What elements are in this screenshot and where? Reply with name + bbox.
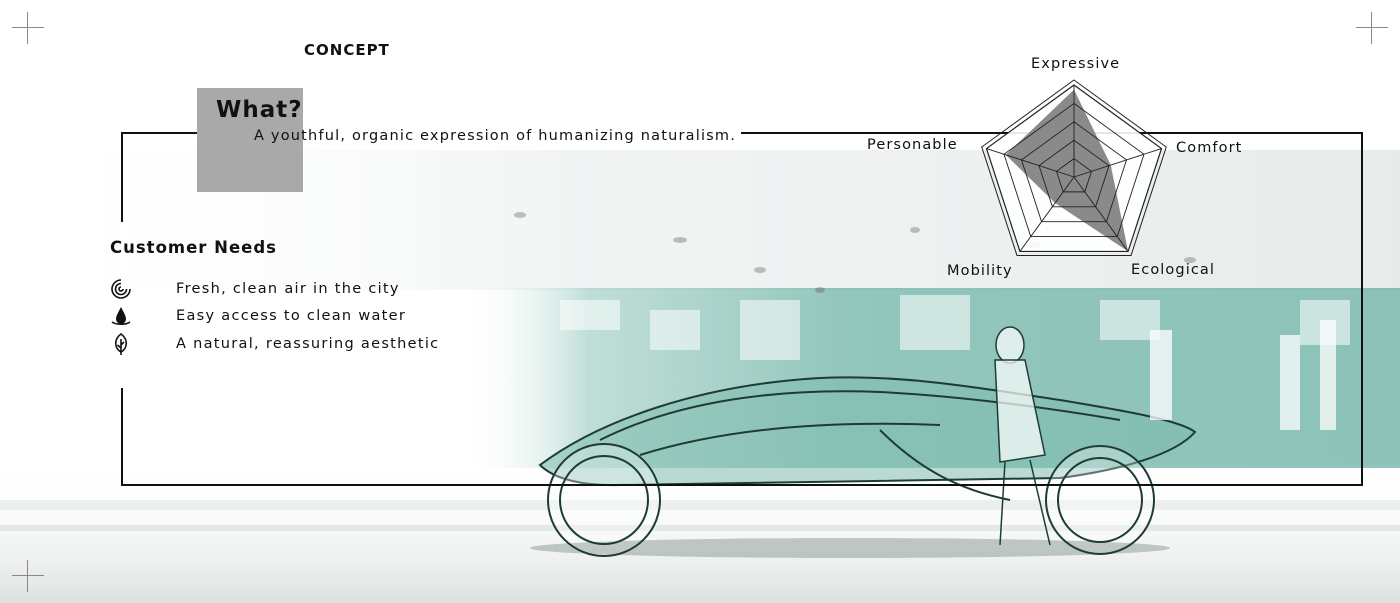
frame-top-mask xyxy=(303,128,741,138)
radar-grid-level xyxy=(1038,139,1110,208)
radar-grid-level xyxy=(1003,102,1145,237)
radar-label-mobility: Mobility xyxy=(947,263,1013,279)
radar-label-expressive: Expressive xyxy=(1031,56,1121,72)
leaf-icon xyxy=(110,333,132,355)
radar-spoke xyxy=(986,148,1075,178)
radar-grid-level xyxy=(1020,121,1128,223)
crop-mark-top-left xyxy=(12,12,44,44)
what-description: A youthful, organic expression of humani… xyxy=(254,128,737,144)
radar-label-personable: Personable xyxy=(867,137,958,153)
radar-spoke xyxy=(1019,176,1075,252)
need-item: Fresh, clean air in the city xyxy=(110,277,399,301)
what-heading: What? xyxy=(216,97,303,123)
accent-block xyxy=(197,88,303,192)
frame-gap xyxy=(117,222,127,388)
radar-spoke xyxy=(1073,148,1162,178)
radar-spoke xyxy=(1073,176,1129,252)
water-drop-icon xyxy=(110,305,132,327)
need-item: Easy access to clean water xyxy=(110,304,405,328)
radar-outer-border xyxy=(981,79,1167,256)
radar-chart: Expressive Comfort Ecological Mobility P… xyxy=(860,50,1260,290)
crop-mark-top-right xyxy=(1356,12,1388,44)
need-text: Easy access to clean water xyxy=(176,308,407,324)
need-text: A natural, reassuring aesthetic xyxy=(176,336,440,352)
radar-grid-level xyxy=(1055,158,1093,193)
customer-needs-heading: Customer Needs xyxy=(110,238,277,257)
need-text: Fresh, clean air in the city xyxy=(176,281,400,297)
radar-label-ecological: Ecological xyxy=(1131,262,1216,278)
crop-mark-bottom-left xyxy=(12,560,44,592)
air-swirl-icon xyxy=(110,278,132,300)
radar-label-comfort: Comfort xyxy=(1176,140,1243,156)
radar-data-polygon xyxy=(1005,89,1129,252)
section-label: CONCEPT xyxy=(304,41,390,59)
radar-grid-level xyxy=(985,84,1163,253)
radar-svg xyxy=(981,79,1167,256)
need-item: A natural, reassuring aesthetic xyxy=(110,332,438,356)
